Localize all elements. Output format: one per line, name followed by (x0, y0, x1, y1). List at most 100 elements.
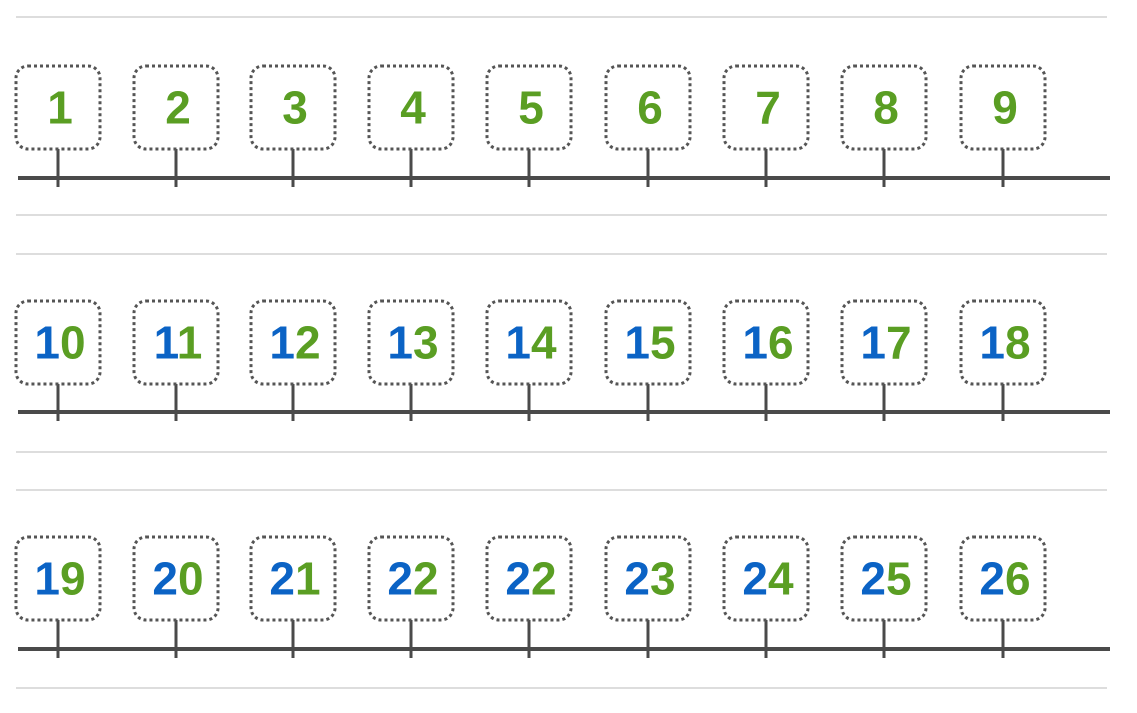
number-tile: 23 (604, 535, 692, 658)
tile-number: 16 (742, 317, 793, 369)
ones-digit: 1 (295, 553, 321, 605)
number-tile: 16 (722, 299, 810, 421)
dotted-box (367, 64, 455, 151)
tens-digit: 2 (979, 553, 1005, 605)
tens-digit: 2 (269, 553, 295, 605)
dotted-box (604, 535, 692, 622)
tens-digit: 2 (624, 553, 650, 605)
ones-digit: 2 (413, 553, 439, 605)
tile-number: 1 (47, 82, 73, 134)
tile-number: 26 (979, 553, 1030, 605)
dotted-box (485, 299, 573, 386)
ones-digit: 3 (413, 317, 439, 369)
number-tile: 3 (249, 64, 337, 187)
number-tile: 26 (959, 535, 1047, 658)
tile-number: 2 (165, 82, 191, 134)
number-tile: 20 (132, 535, 220, 658)
number-tile: 11 (132, 299, 220, 421)
tile-number: 14 (505, 317, 557, 369)
ones-digit: 7 (886, 317, 912, 369)
tens-digit: 2 (387, 553, 413, 605)
ones-digit: 8 (873, 82, 899, 134)
tile-number: 10 (34, 317, 85, 369)
ones-digit: 5 (650, 317, 676, 369)
tens-digit: 1 (154, 317, 179, 369)
ones-digit: 6 (768, 317, 794, 369)
ones-digit: 7 (755, 82, 781, 134)
tile-number: 24 (742, 553, 794, 605)
number-tile: 25 (840, 535, 928, 658)
number-tile: 6 (604, 64, 692, 187)
tile-number: 22 (505, 553, 556, 605)
tile-number: 5 (518, 82, 544, 134)
ones-digit: 0 (60, 317, 86, 369)
tile-number: 21 (269, 553, 320, 605)
tens-digit: 2 (505, 553, 531, 605)
number-tile: 2 (132, 64, 220, 187)
tile-number: 9 (992, 82, 1018, 134)
dotted-box (485, 64, 573, 151)
ones-digit: 1 (177, 317, 203, 369)
number-tile: 4 (367, 64, 455, 187)
tile-number: 3 (282, 82, 308, 134)
tile-number: 8 (873, 82, 899, 134)
dotted-box (722, 64, 810, 151)
ones-digit: 2 (295, 317, 321, 369)
ones-digit: 2 (165, 82, 191, 134)
dotted-box (14, 64, 102, 151)
dotted-box (959, 535, 1047, 622)
tile-number: 22 (387, 553, 438, 605)
tens-digit: 1 (624, 317, 650, 369)
ones-digit: 6 (637, 82, 663, 134)
dotted-box (604, 64, 692, 151)
tens-digit: 1 (505, 317, 531, 369)
number-tile: 10 (14, 299, 102, 421)
tens-digit: 1 (742, 317, 768, 369)
tens-digit: 1 (34, 317, 60, 369)
dotted-box (959, 299, 1047, 386)
dotted-box (959, 64, 1047, 151)
dotted-box (604, 299, 692, 386)
number-tile: 22 (485, 535, 573, 658)
tens-digit: 1 (34, 553, 60, 605)
dotted-box (722, 299, 810, 386)
dotted-box (840, 299, 928, 386)
tile-number: 18 (979, 317, 1030, 369)
dotted-box (14, 535, 102, 622)
dotted-box (132, 299, 220, 386)
dotted-box (249, 64, 337, 151)
dotted-box (132, 535, 220, 622)
number-tile: 13 (367, 299, 455, 421)
tile-number: 4 (400, 82, 426, 134)
dotted-box (367, 535, 455, 622)
ones-digit: 8 (1005, 317, 1031, 369)
tens-digit: 2 (152, 553, 178, 605)
tile-number: 12 (269, 317, 320, 369)
number-tile: 17 (840, 299, 928, 421)
tile-number: 25 (860, 553, 911, 605)
ones-digit: 4 (531, 317, 557, 369)
dotted-box (367, 299, 455, 386)
tile-number: 19 (34, 553, 85, 605)
number-row: 1 2 3 4 5 6 7 8 9 (14, 16, 1110, 216)
number-tile: 5 (485, 64, 573, 187)
number-tile: 15 (604, 299, 692, 421)
ones-digit: 0 (178, 553, 204, 605)
dotted-box (249, 535, 337, 622)
tile-number: 13 (387, 317, 438, 369)
ones-digit: 5 (886, 553, 912, 605)
ones-digit: 2 (531, 553, 557, 605)
number-tile: 14 (485, 299, 573, 421)
ones-digit: 3 (282, 82, 308, 134)
tens-digit: 2 (860, 553, 886, 605)
number-tile: 7 (722, 64, 810, 187)
number-tile: 21 (249, 535, 337, 658)
number-tile: 8 (840, 64, 928, 187)
dotted-box (485, 535, 573, 622)
tile-number: 17 (860, 317, 911, 369)
tens-digit: 1 (979, 317, 1005, 369)
ones-digit: 4 (768, 553, 794, 605)
number-tile: 18 (959, 299, 1047, 421)
